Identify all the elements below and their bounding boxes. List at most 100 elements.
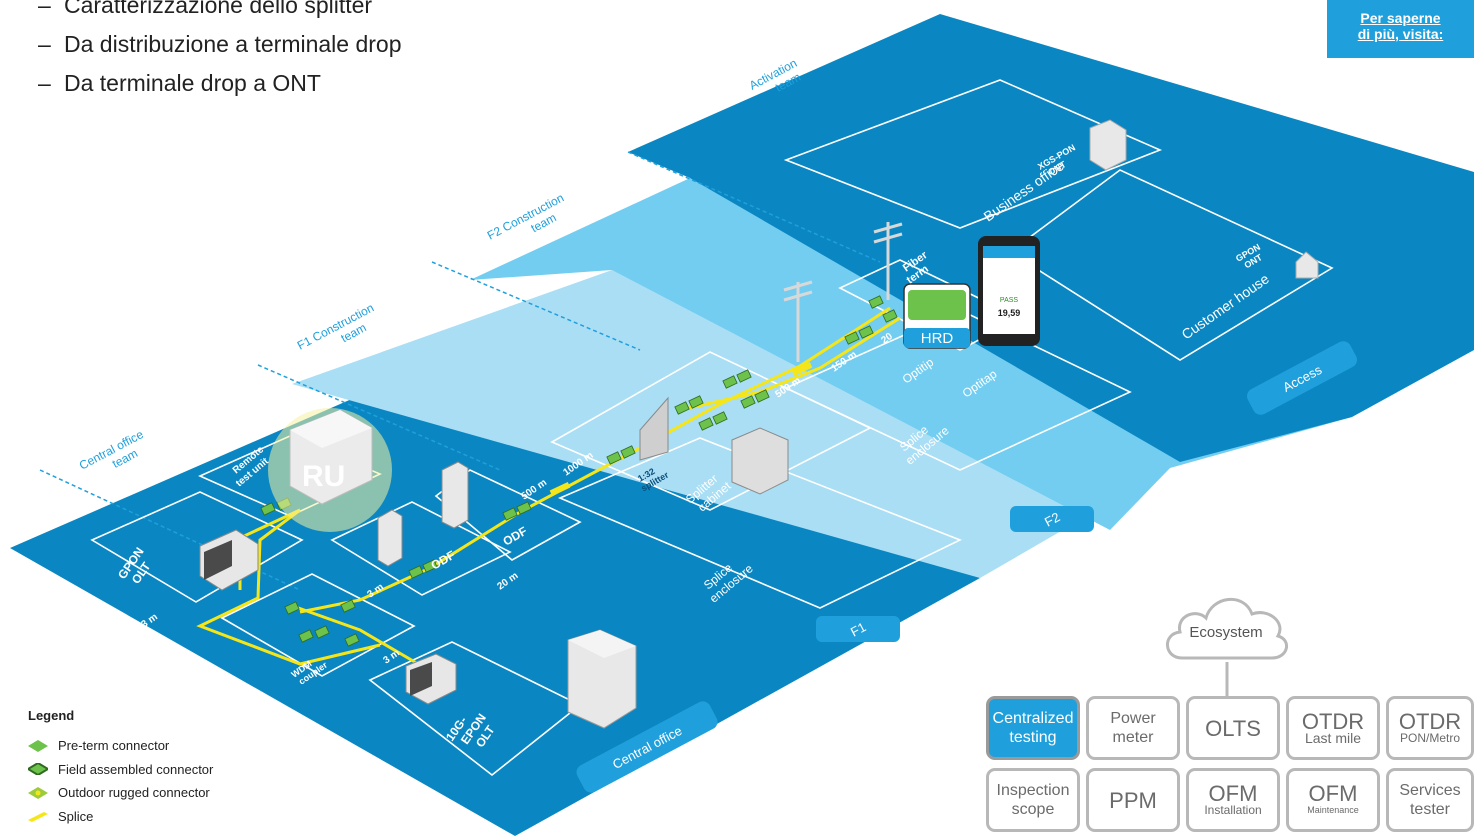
legend-label: Outdoor rugged connector [58,785,210,801]
hrd-device[interactable]: HRD [903,283,971,349]
learn-more-line2: di più, visita: [1357,26,1444,42]
pre-term-connector [502,507,518,521]
bullet-item: –Caratterizzazione dello splitter [38,0,402,25]
pre-term-connector [314,625,330,639]
tile-line1: PPM [1109,787,1157,813]
tile-line2: meter [1112,729,1154,746]
pre-term-connector [298,629,314,643]
svg-text:F1: F1 [848,619,868,639]
team-label-central-office: Central officeteam [77,427,153,485]
pre-term-connector [674,401,690,415]
tile-line2: Last mile [1304,729,1362,746]
pre-term-connector [740,395,756,409]
bullet-text: Caratterizzazione dello splitter [64,0,373,18]
tile-olts[interactable]: OLTS [1186,696,1280,760]
central-office-building [567,629,637,729]
pre-term-connector [620,445,636,459]
legend-label: Splice [58,808,94,824]
ecosystem-label: Ecosystem [1189,624,1263,641]
tile-line1: OTDR [1398,708,1462,734]
tile-line2: testing [1009,729,1057,746]
tile-power-meter[interactable]: Power meter [1086,696,1180,760]
legend-item: Outdoor rugged connector [28,781,213,805]
pre-term-connector [754,389,770,403]
phone-reading: 19,59 [998,308,1021,318]
tile-otdr-last-mile[interactable]: OTDR Last mile [1286,696,1380,760]
zone-badge-f1: F1 [816,616,900,642]
pre-term-connector [698,417,714,431]
team-divider [627,151,881,263]
tile-ofm-installation[interactable]: OFM Installation [1186,768,1280,832]
field-assembled-connector-icon [28,763,48,776]
fiber-line [289,603,421,667]
splitter-cabinet-device [731,427,789,495]
tile-ppm[interactable]: PPM [1086,768,1180,832]
bullet-text: Da terminale drop a ONT [64,70,321,96]
customer-house-room [1008,169,1334,361]
splice-room-f1 [557,437,962,609]
tile-services-tester[interactable]: Services tester [1386,768,1474,832]
bullet-list: –Caratterizzazione dello splitter –Da di… [38,0,402,103]
pre-term-connector [516,501,532,515]
splice-icon [28,812,48,823]
pre-term-connector-icon [28,739,48,752]
zone-f2 [470,178,1352,530]
tile-inspection-scope[interactable]: Inspection scope [986,768,1080,832]
ru-badge: RU [302,460,345,493]
ecosystem-cloud: Ecosystem [1160,588,1292,664]
tile-line1: OFM [1308,780,1358,806]
legend-label: Pre-term connector [58,738,170,754]
cloud-connector-line [1225,662,1229,696]
bullet-item: –Da distribuzione a terminale drop [38,31,402,57]
tile-otdr-pon-metro[interactable]: OTDR PON/Metro [1386,696,1474,760]
tile-line2: Installation [1204,802,1262,817]
smartphone-device[interactable]: PASS 19,59 [978,236,1040,346]
tile-line1: OTDR [1301,708,1365,734]
pre-term-connector [344,633,360,647]
tile-line1: Centralized [992,710,1074,727]
tile-line2: tester [1409,801,1450,818]
utility-pole [783,280,813,362]
gpon-olt-room [90,491,304,603]
team-label-f1: F1 Constructionteam [295,301,383,365]
connector-group [260,295,898,647]
remote-test-unit-device: RU [268,408,392,532]
tile-line2: scope [1011,801,1055,818]
svg-text:F2: F2 [1042,509,1062,529]
splice-marker [549,482,571,496]
legend-item: Field assembled connector [28,758,213,782]
customer-house-icon [1295,251,1319,279]
zone-access [628,14,1474,462]
bullet-text: Da distribuzione a terminale drop [64,31,402,57]
pre-term-connector [844,331,860,345]
tile-line1: OFM [1208,780,1258,806]
fiber-line [679,316,901,412]
tile-line1: Services [1399,782,1461,799]
tile-ofm-maintenance[interactable]: OFM Maintenance [1286,768,1380,832]
splitter-device [639,396,669,461]
zone-badge-f2: F2 [1010,506,1094,532]
phone-status: PASS [1000,297,1018,304]
tile-line1: OLTS [1205,715,1261,741]
legend-item: Pre-term connector [28,734,213,758]
pre-term-connector [858,325,874,339]
pre-term-connector [736,369,752,383]
legend-title: Legend [28,708,75,723]
splice-room-f2 [784,309,1132,471]
pre-term-connector [606,451,622,465]
pre-term-connector [408,565,424,579]
fiber-line [299,306,891,614]
hrd-label: HRD [921,330,954,347]
pre-term-connector [422,559,438,573]
legend-label: Field assembled connector [58,761,214,777]
tile-line1: Inspection [996,782,1070,799]
gpon-olt-device [199,529,259,591]
team-divider [431,261,641,351]
zone-f1 [292,270,1170,578]
tile-centralized-testing[interactable]: Centralized testing [986,696,1080,760]
learn-more-link[interactable]: Per saperne di più, visita: [1327,0,1474,58]
legend-item: Splice [28,805,213,829]
pre-term-connector [260,502,276,516]
odf-cabinet [377,509,403,567]
